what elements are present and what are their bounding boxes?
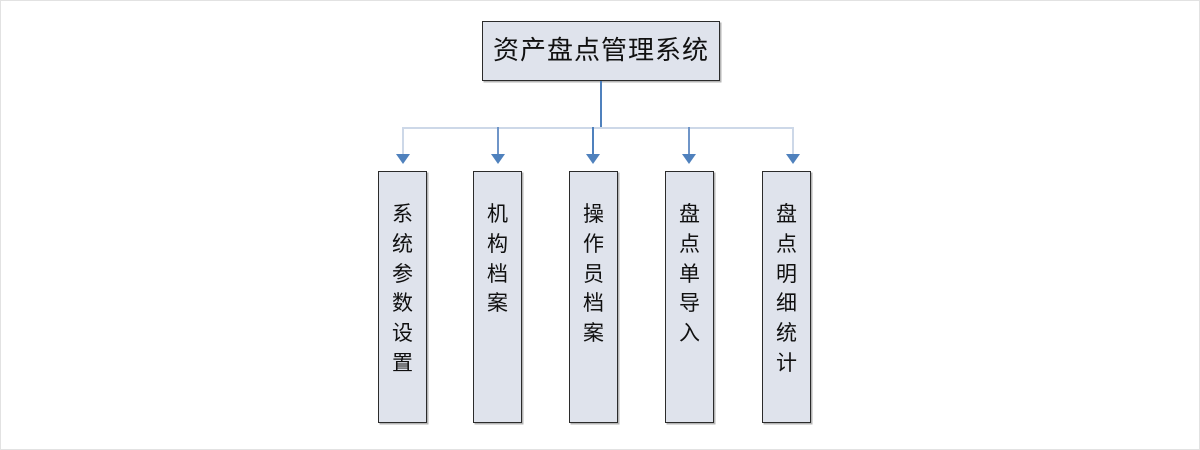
- node-label: 盘点明细统计: [776, 202, 797, 376]
- arrowhead-icon-2: [491, 154, 505, 164]
- node-label: 操作员档案: [583, 202, 604, 346]
- node-label: 盘点单导入: [679, 202, 700, 346]
- node-system-parameter-settings[interactable]: 系统参数设置: [378, 171, 427, 423]
- connector-drop-5: [792, 127, 794, 157]
- connector-bus-left: [402, 127, 600, 129]
- root-node[interactable]: 资产盘点管理系统: [482, 21, 720, 81]
- connector-trunk-vertical: [600, 81, 602, 128]
- node-inventory-sheet-import[interactable]: 盘点单导入: [665, 171, 714, 423]
- node-operator-archive[interactable]: 操作员档案: [569, 171, 618, 423]
- connector-bus-right: [600, 127, 793, 129]
- arrowhead-icon-1: [396, 154, 410, 164]
- connector-drop-2: [497, 127, 499, 157]
- node-label: 系统参数设置: [392, 202, 413, 376]
- arrowhead-icon-4: [682, 154, 696, 164]
- root-node-label: 资产盘点管理系统: [492, 36, 709, 66]
- arrowhead-icon-3: [586, 154, 600, 164]
- connector-drop-4: [688, 127, 690, 157]
- node-organization-archive[interactable]: 机构档案: [473, 171, 522, 423]
- arrowhead-icon-5: [786, 154, 800, 164]
- connector-drop-3: [592, 127, 594, 157]
- connector-drop-1: [402, 127, 404, 157]
- node-inventory-detail-statistics[interactable]: 盘点明细统计: [762, 171, 811, 423]
- node-label: 机构档案: [487, 202, 508, 316]
